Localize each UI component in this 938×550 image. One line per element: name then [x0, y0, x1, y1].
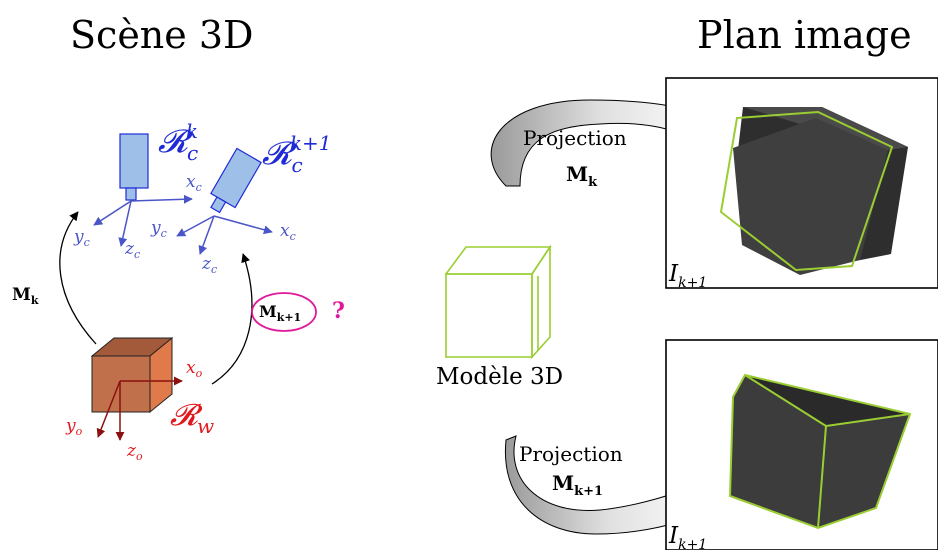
projection-top-label: Projection: [523, 126, 627, 150]
image-top-cube: [733, 107, 908, 275]
camera-k-axes: [93, 194, 193, 247]
camera-k1-icon: [210, 147, 262, 214]
image-top-model-overlay: [719, 110, 894, 272]
image-bottom-cube: [730, 375, 910, 528]
world-cube-icon: [90, 336, 174, 414]
transform-k-label: Mk: [12, 285, 39, 307]
world-axes: [96, 376, 183, 441]
camera-k-y-label: yc: [73, 227, 90, 249]
camera-k-z-label: zc: [124, 239, 140, 261]
transform-k1-arrow: [211, 253, 253, 385]
camera-k1-z-label: zc: [201, 254, 217, 276]
projection-bottom-label: Projection: [519, 442, 623, 466]
image-plane-title: Plan image: [697, 13, 912, 57]
transform-k1-label: Mk+1: [259, 302, 301, 324]
image-bottom-label: Ik+1: [668, 523, 707, 550]
transform-k1-highlight: [251, 292, 317, 332]
scene-title: Scène 3D: [70, 13, 254, 57]
transform-k1-question: ?: [332, 298, 345, 324]
world-frame-label: 𝓡w: [170, 398, 214, 438]
camera-k-x-label: xc: [186, 172, 202, 194]
model-label: Modèle 3D: [436, 364, 563, 390]
projection-bottom-matrix: Mk+1: [552, 471, 603, 499]
transform-k-arrow: [59, 211, 97, 345]
model-cube-icon: [444, 244, 552, 360]
image-top-label: Ik+1: [668, 261, 707, 291]
camera-k-icon: [119, 133, 149, 201]
camera-k1-axes: [176, 215, 273, 255]
projection-top-matrix: Mk: [566, 162, 598, 190]
image-bottom-model-overlay: [728, 373, 912, 530]
camera-k1-y-label: yc: [150, 218, 167, 240]
world-y-label: yo: [65, 416, 83, 438]
world-x-label: xo: [186, 358, 203, 380]
world-z-label: zo: [126, 441, 143, 463]
camera-k1-x-label: xc: [280, 221, 296, 243]
